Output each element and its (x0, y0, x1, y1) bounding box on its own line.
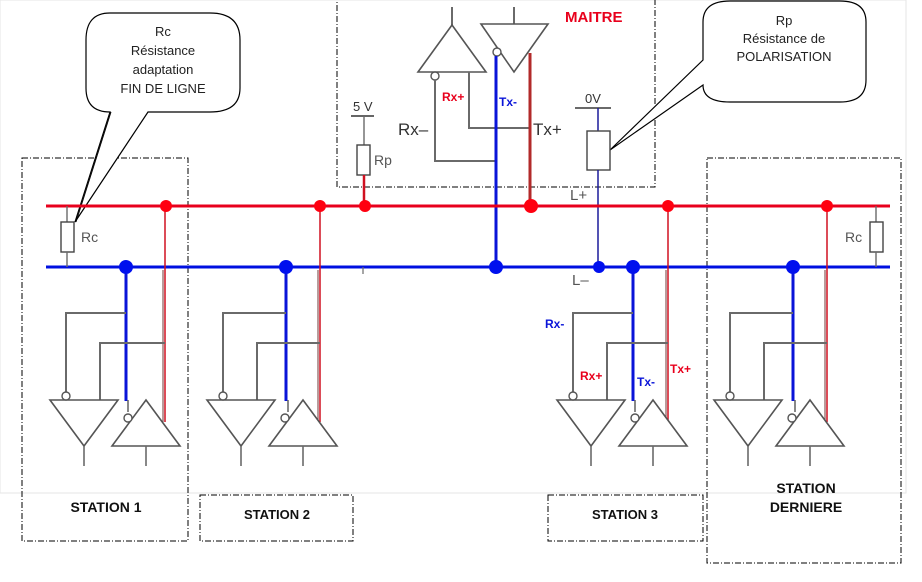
node-l-plus-station-1 (160, 200, 172, 212)
station-last-label-line-1: STATION (776, 480, 835, 496)
rp-label: Rp (374, 152, 392, 168)
callout-rp-line-2: Résistance de (743, 31, 825, 46)
supply-5v-label: 5 V (353, 99, 373, 114)
station-last-label-line-2: DERNIERE (770, 499, 842, 515)
station-2-label: STATION 2 (244, 507, 310, 522)
node-l-plus-station-last (821, 200, 833, 212)
station-1-label: STATION 1 (70, 499, 141, 515)
bus-nodes (119, 199, 833, 274)
station-3-receiver (555, 399, 627, 448)
master-label: MAITRE (565, 9, 623, 26)
node-l-minus-master (489, 260, 503, 274)
node-l-plus-rp (359, 200, 371, 212)
callout-rp: Rp Résistance de POLARISATION (609, 0, 867, 151)
callout-rp-line-1: Rp (776, 13, 793, 28)
callout-rc-line-2: Résistance (131, 43, 195, 58)
node-l-minus-station-3 (626, 260, 640, 274)
node-l-plus-station-3 (662, 200, 674, 212)
station-last-receiver (712, 399, 784, 448)
station-3-rx-minus-label: Rx- (545, 317, 564, 331)
station-3-transceiver (555, 206, 689, 466)
station-1-receiver (48, 399, 120, 448)
station-last-box (706, 157, 902, 564)
node-l-minus-station-2 (279, 260, 293, 274)
master-driver (479, 7, 550, 74)
rc-right-label: Rc (845, 229, 862, 245)
callout-rc-line-4: FIN DE LIGNE (120, 81, 206, 96)
station-3-tx-minus-label: Tx- (637, 375, 655, 389)
station-3-label: STATION 3 (592, 507, 658, 522)
station-2-box (199, 494, 354, 542)
master-receiver (416, 7, 530, 162)
pulldown-rp: 0V (575, 91, 611, 267)
bus-l-plus-label: L+ (570, 187, 587, 204)
station-3-box (547, 494, 704, 542)
station-2-transceiver (205, 206, 339, 466)
station-2-receiver (205, 399, 277, 448)
callout-rp-line-3: POLARISATION (736, 49, 831, 64)
station-last-transceiver (712, 206, 846, 466)
bus-l-minus-label: L– (572, 272, 589, 289)
rc-left-label: Rc (81, 229, 98, 245)
callout-rc: Rc Résistance adaptation FIN DE LIGNE (74, 12, 241, 223)
station-3-rx-plus-label: Rx+ (580, 369, 602, 383)
callout-rc-line-3: adaptation (133, 62, 194, 77)
callout-rc-line-1: Rc (155, 24, 171, 39)
pullup-rp: 5 V Rp (351, 99, 392, 206)
node-l-minus-rp (593, 261, 605, 273)
master-tx-minus-label: Tx- (499, 95, 517, 109)
master-tx-plus-label: Tx+ (533, 120, 562, 139)
master-rx-plus-label: Rx+ (442, 90, 464, 104)
node-l-minus-station-last (786, 260, 800, 274)
termination-right: Rc (845, 206, 884, 267)
station-1-transceiver (48, 206, 182, 466)
supply-0v-label: 0V (585, 91, 601, 106)
master-rx-minus-label: Rx– (398, 120, 429, 139)
stations-layer (48, 206, 846, 466)
node-l-plus-master (524, 199, 538, 213)
node-l-minus-station-1 (119, 260, 133, 274)
station-3-tx-plus-label: Tx+ (670, 362, 691, 376)
node-l-plus-station-2 (314, 200, 326, 212)
termination-left: Rc (60, 206, 98, 267)
